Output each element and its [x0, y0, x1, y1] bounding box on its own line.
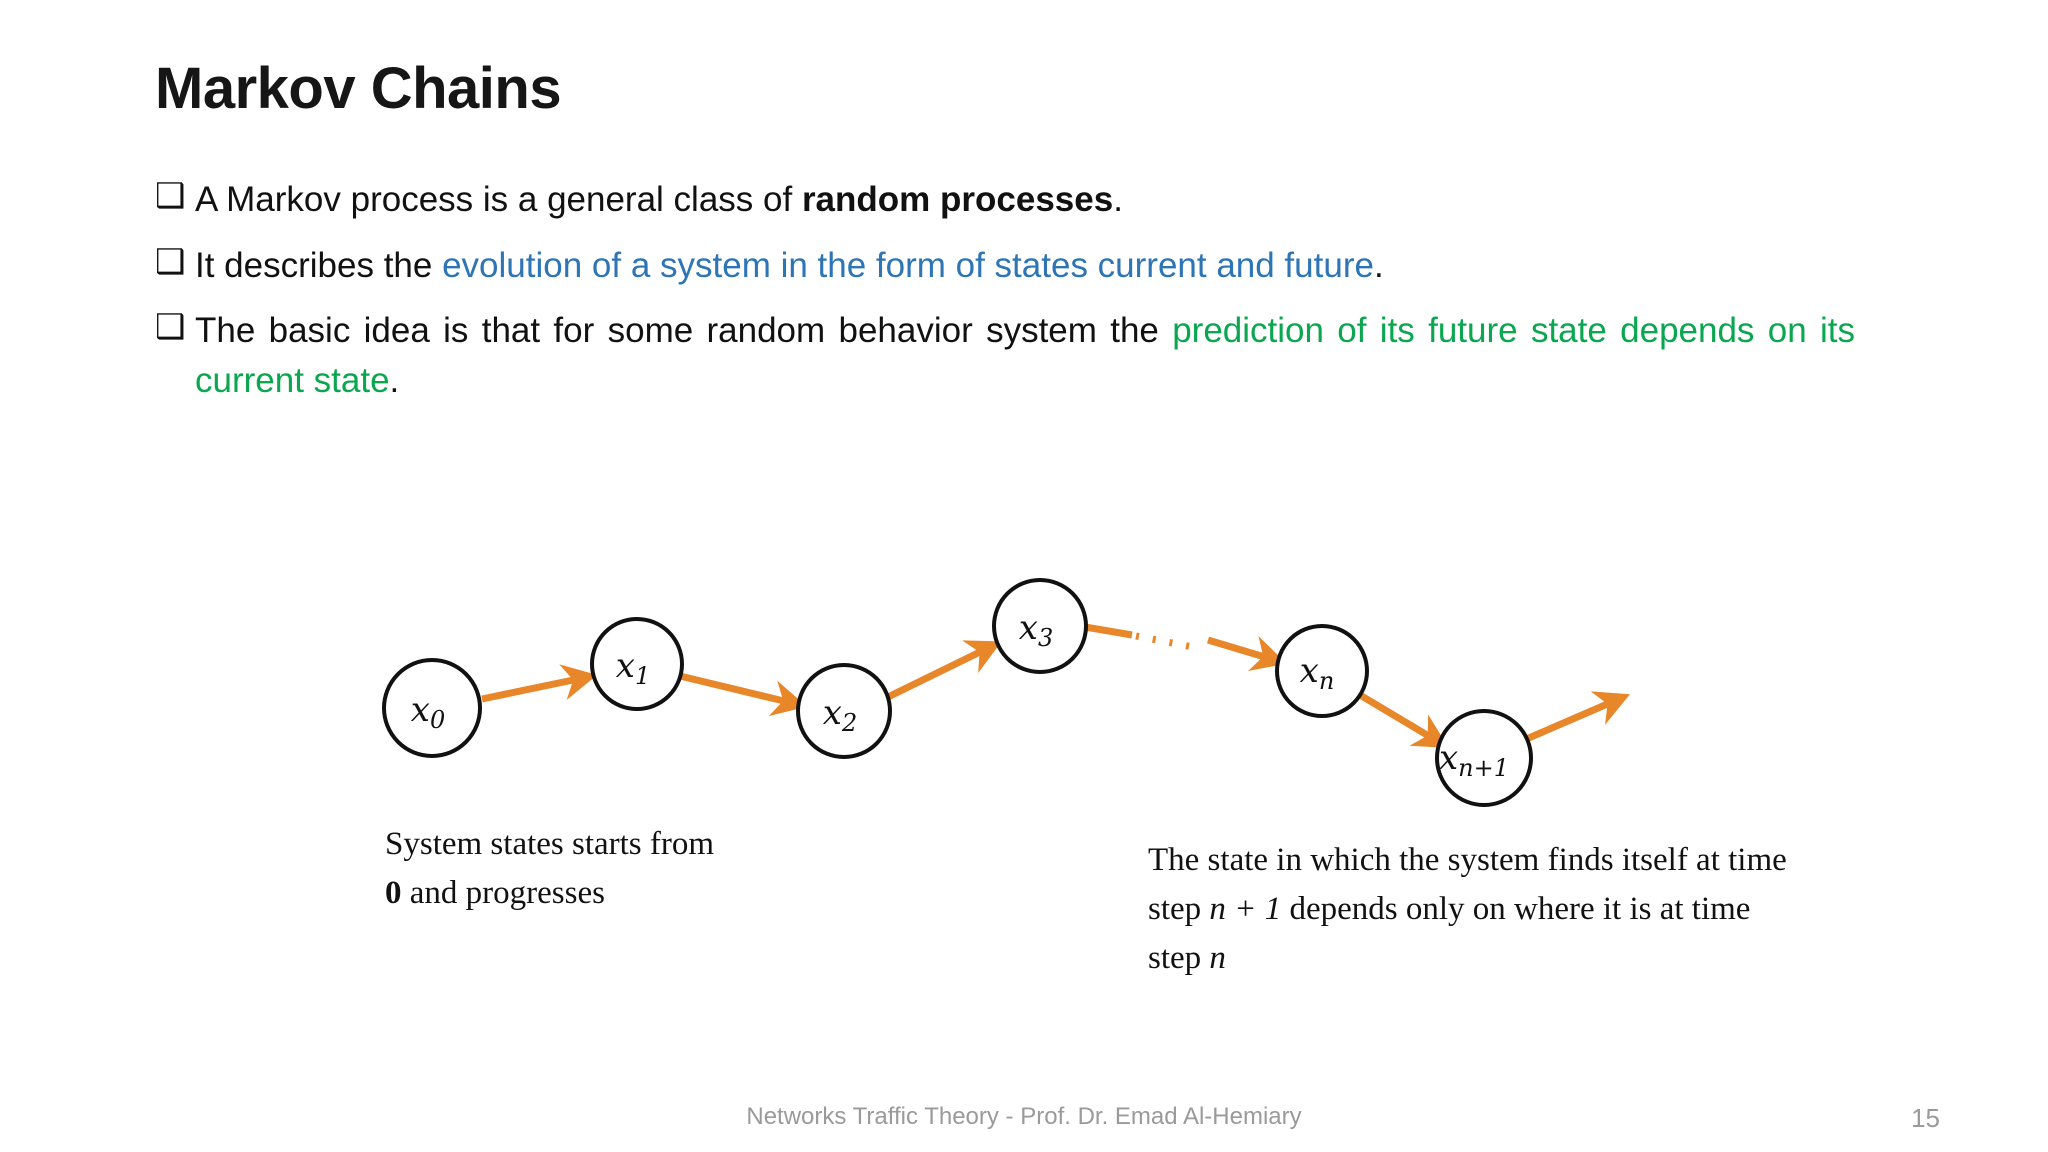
state-node-xn-plus-1[interactable]: xn+1 [1435, 709, 1533, 807]
edge-x1-x2 [679, 672, 808, 717]
page-title: Markov Chains [155, 56, 562, 121]
caption-right-segment-4: n [1209, 939, 1226, 976]
edge-gap-xn [1206, 636, 1287, 672]
state-node-x2[interactable]: x2 [796, 663, 892, 759]
bullet-2-segment-2: evolution of a system in the form of sta… [442, 245, 1374, 285]
state-node-x1[interactable]: x1 [590, 617, 684, 711]
edge-x0-x1 [481, 664, 598, 703]
svg-text:x3: x3 [1019, 608, 1053, 652]
edge-dotted-gap [1135, 632, 1199, 652]
caption-right: The state in which the system finds itse… [1148, 836, 1788, 982]
caption-right-segment-2: n + 1 [1209, 890, 1282, 927]
bullet-text-2: It describes the evolution of a system i… [195, 241, 1855, 291]
bullet-list: ❑ A Markov process is a general class of… [155, 175, 1855, 422]
caption-right-segment-1: The state in which the system finds itse… [1148, 842, 1787, 927]
bullet-item-1: ❑ A Markov process is a general class of… [155, 175, 1855, 225]
checkbox-bullet-icon: ❑ [155, 308, 186, 347]
checkbox-bullet-icon: ❑ [155, 177, 186, 215]
edge-x2-x3 [886, 640, 1002, 701]
bullet-text-1: A Markov process is a general class of r… [195, 175, 1855, 225]
chain-edges [481, 623, 1630, 749]
chain-nodes: x0 x1 x2 x3 xn xn+1 [382, 578, 1533, 807]
state-node-x0[interactable]: x0 [382, 658, 482, 758]
bullet-text-3: The basic idea is that for some random b… [195, 306, 1855, 405]
edge-xn1-open [1522, 691, 1630, 744]
bullet-1-segment-3: . [1113, 180, 1123, 219]
state-node-xn[interactable]: xn [1275, 624, 1369, 718]
page-number: 15 [1911, 1103, 1940, 1133]
bullet-1-segment-2: random processes [801, 180, 1114, 219]
checkbox-bullet-icon: ❑ [155, 242, 186, 281]
bullet-item-2: ❑ It describes the evolution of a system… [155, 241, 1855, 291]
edge-x3-stub [1084, 623, 1133, 639]
markov-chain-diagram: x0 x1 x2 x3 xn xn+1 [0, 520, 2048, 840]
caption-right-segment-3: depends only on where it is at time step [1148, 890, 1751, 976]
edge-xn-xn1 [1358, 691, 1449, 749]
caption-left: System states starts from 0 and progress… [385, 820, 715, 918]
bullet-3-segment-3: . [389, 361, 400, 401]
caption-left-segment-2: 0 [385, 874, 402, 911]
bullet-1-segment-1: A Markov process is a general class of [195, 180, 802, 219]
bullet-2-segment-1: It describes the [195, 245, 443, 285]
footer-course-label: Networks Traffic Theory - Prof. Dr. Emad… [746, 1103, 1302, 1130]
bullet-3-segment-2: prediction of its future state depends o… [195, 311, 1855, 401]
bullet-3-segment-1: The basic idea is that for some random b… [195, 311, 1173, 351]
bullet-2-segment-3: . [1373, 245, 1384, 285]
caption-left-segment-1: System states starts from [385, 826, 715, 862]
caption-left-segment-3: and progresses [401, 874, 605, 911]
state-node-x3[interactable]: x3 [992, 578, 1088, 674]
svg-text:x0: x0 [411, 690, 445, 734]
bullet-item-3: ❑ The basic idea is that for some random… [155, 306, 1855, 405]
